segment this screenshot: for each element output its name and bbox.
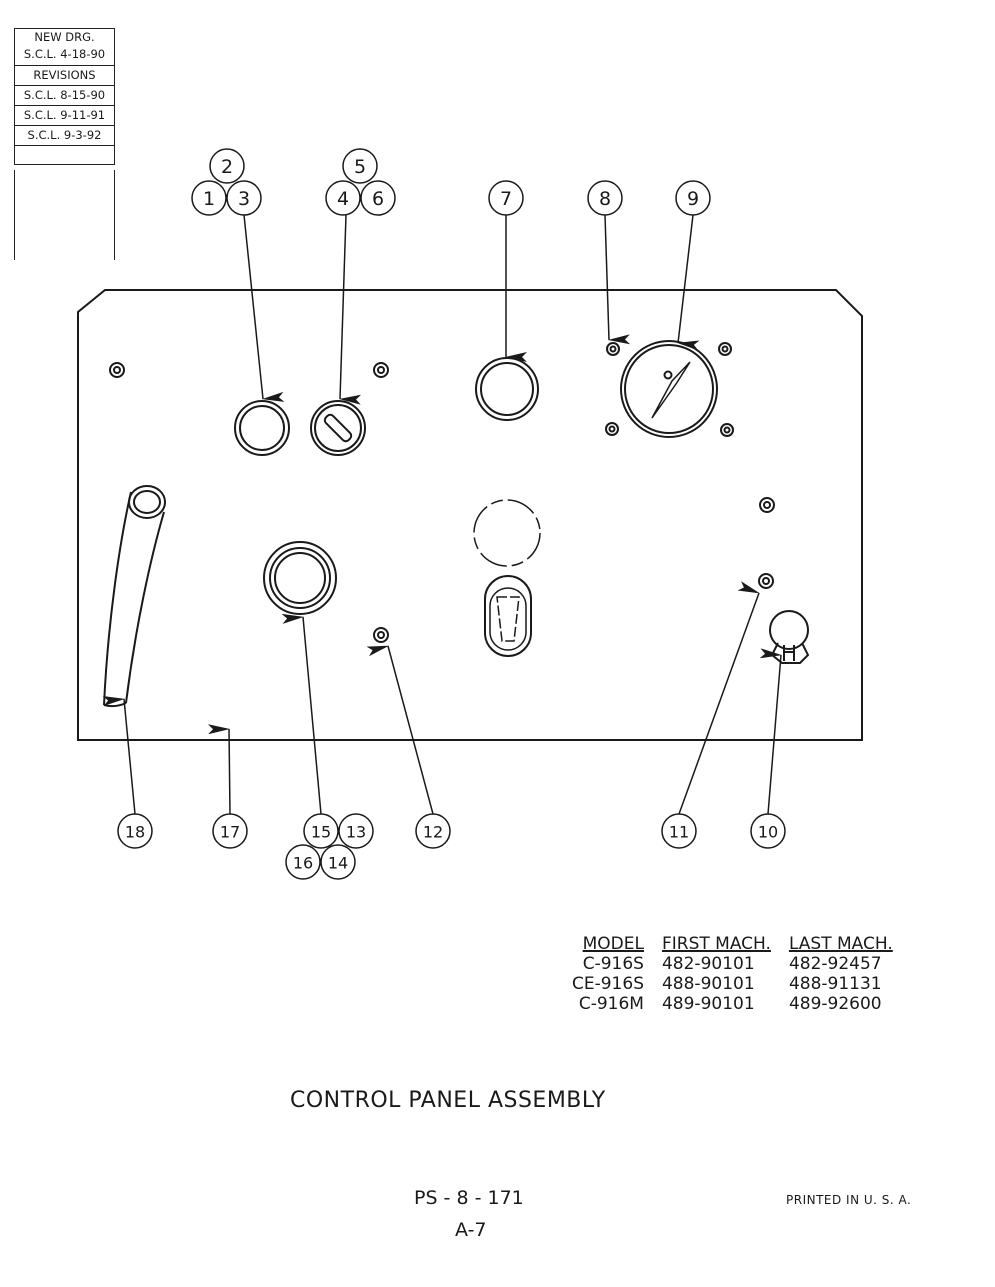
document-number: PS - 8 - 171 <box>414 1187 524 1209</box>
revision-entry-empty <box>15 146 114 165</box>
indicator-light-icon <box>475 357 539 421</box>
mushroom-button-icon <box>263 541 337 615</box>
leader-arrow <box>281 613 322 815</box>
page-number: A-7 <box>455 1219 487 1241</box>
cell-model: CE-916S <box>572 974 644 994</box>
sight-window-icon <box>484 575 532 657</box>
callout-label: 7 <box>500 188 512 210</box>
model-table: MODEL FIRST MACH. LAST MACH. C-916S 482-… <box>572 934 902 1014</box>
callout-label: 6 <box>372 188 384 210</box>
connector-icon <box>769 610 810 664</box>
leader-arrow <box>339 214 362 405</box>
revision-entry: S.C.L. 9-3-92 <box>15 126 114 146</box>
callout-label: 12 <box>423 823 443 842</box>
callout-label: 5 <box>354 156 366 178</box>
callout-label: 9 <box>687 188 699 210</box>
leader-arrow <box>102 696 136 815</box>
screw-icon <box>758 573 774 589</box>
screw-icon <box>718 342 732 356</box>
cell-last-mach: 489-92600 <box>788 994 882 1014</box>
screw-icon <box>759 497 775 513</box>
table-row: CE-916S 488-90101 488-91131 <box>572 974 902 994</box>
drawing-title: CONTROL PANEL ASSEMBLY <box>290 1088 606 1113</box>
push-button-icon <box>234 400 290 456</box>
callout-label: 16 <box>293 854 313 873</box>
screw-icon <box>605 422 619 436</box>
cell-last-mach: 488-91131 <box>788 974 882 994</box>
key-switch-icon <box>310 400 366 456</box>
new-drawing-label: NEW DRG. <box>34 30 95 44</box>
cell-first-mach: 488-90101 <box>661 974 755 994</box>
revision-block: NEW DRG. S.C.L. 4-18-90 REVISIONS S.C.L.… <box>14 28 115 165</box>
leader-arrow <box>604 214 631 345</box>
callout-label: 1 <box>203 188 215 210</box>
revision-entry: S.C.L. 8-15-90 <box>15 86 114 106</box>
callout-label: 18 <box>125 823 145 842</box>
table-row: C-916M 489-90101 489-92600 <box>572 994 902 1014</box>
gauge-icon <box>620 340 718 438</box>
cell-model: C-916S <box>582 954 644 974</box>
callout-label: 8 <box>599 188 611 210</box>
callout-label: 14 <box>328 854 348 873</box>
callout-label: 15 <box>311 823 331 842</box>
screw-icon <box>606 342 620 356</box>
table-row: C-916S 482-90101 482-92457 <box>572 954 902 974</box>
screw-icon <box>109 362 125 378</box>
cell-first-mach: 482-90101 <box>661 954 755 974</box>
screw-icon <box>373 362 389 378</box>
cell-last-mach: 482-92457 <box>788 954 882 974</box>
header-last-mach: LAST MACH. <box>788 934 893 954</box>
revisions-label: REVISIONS <box>15 66 114 86</box>
new-drawing-date: S.C.L. 4-18-90 <box>23 47 106 61</box>
hidden-component-outline <box>473 499 541 567</box>
leader-arrow <box>243 214 285 402</box>
leader-arrow <box>366 645 434 815</box>
callout-label: 17 <box>220 823 240 842</box>
callout-label: 4 <box>337 188 349 210</box>
callout-label: 13 <box>346 823 366 842</box>
callout-label: 3 <box>238 188 250 210</box>
leader-arrow <box>678 581 760 815</box>
callout-label: 10 <box>758 823 778 842</box>
hose-icon <box>103 485 166 708</box>
cell-first-mach: 489-90101 <box>661 994 755 1014</box>
panel-screws <box>109 342 775 643</box>
screw-icon <box>373 627 389 643</box>
screw-icon <box>720 423 734 437</box>
header-model: MODEL <box>582 934 644 954</box>
callouts <box>117 148 786 880</box>
leader-arrow <box>207 724 231 815</box>
revision-block-stem <box>14 170 115 260</box>
printed-note: PRINTED IN U. S. A. <box>786 1193 912 1207</box>
leader-arrow <box>677 214 700 351</box>
revision-entry: S.C.L. 9-11-91 <box>15 106 114 126</box>
callout-label: 11 <box>669 823 689 842</box>
header-first-mach: FIRST MACH. <box>661 934 771 954</box>
leader-lines <box>102 214 782 815</box>
panel-outline <box>77 289 863 741</box>
cell-model: C-916M <box>578 994 644 1014</box>
model-table-header: MODEL FIRST MACH. LAST MACH. <box>572 934 902 954</box>
leader-arrow <box>759 648 782 815</box>
new-drawing-cell: NEW DRG. S.C.L. 4-18-90 <box>15 29 114 66</box>
callout-label: 2 <box>221 156 233 178</box>
